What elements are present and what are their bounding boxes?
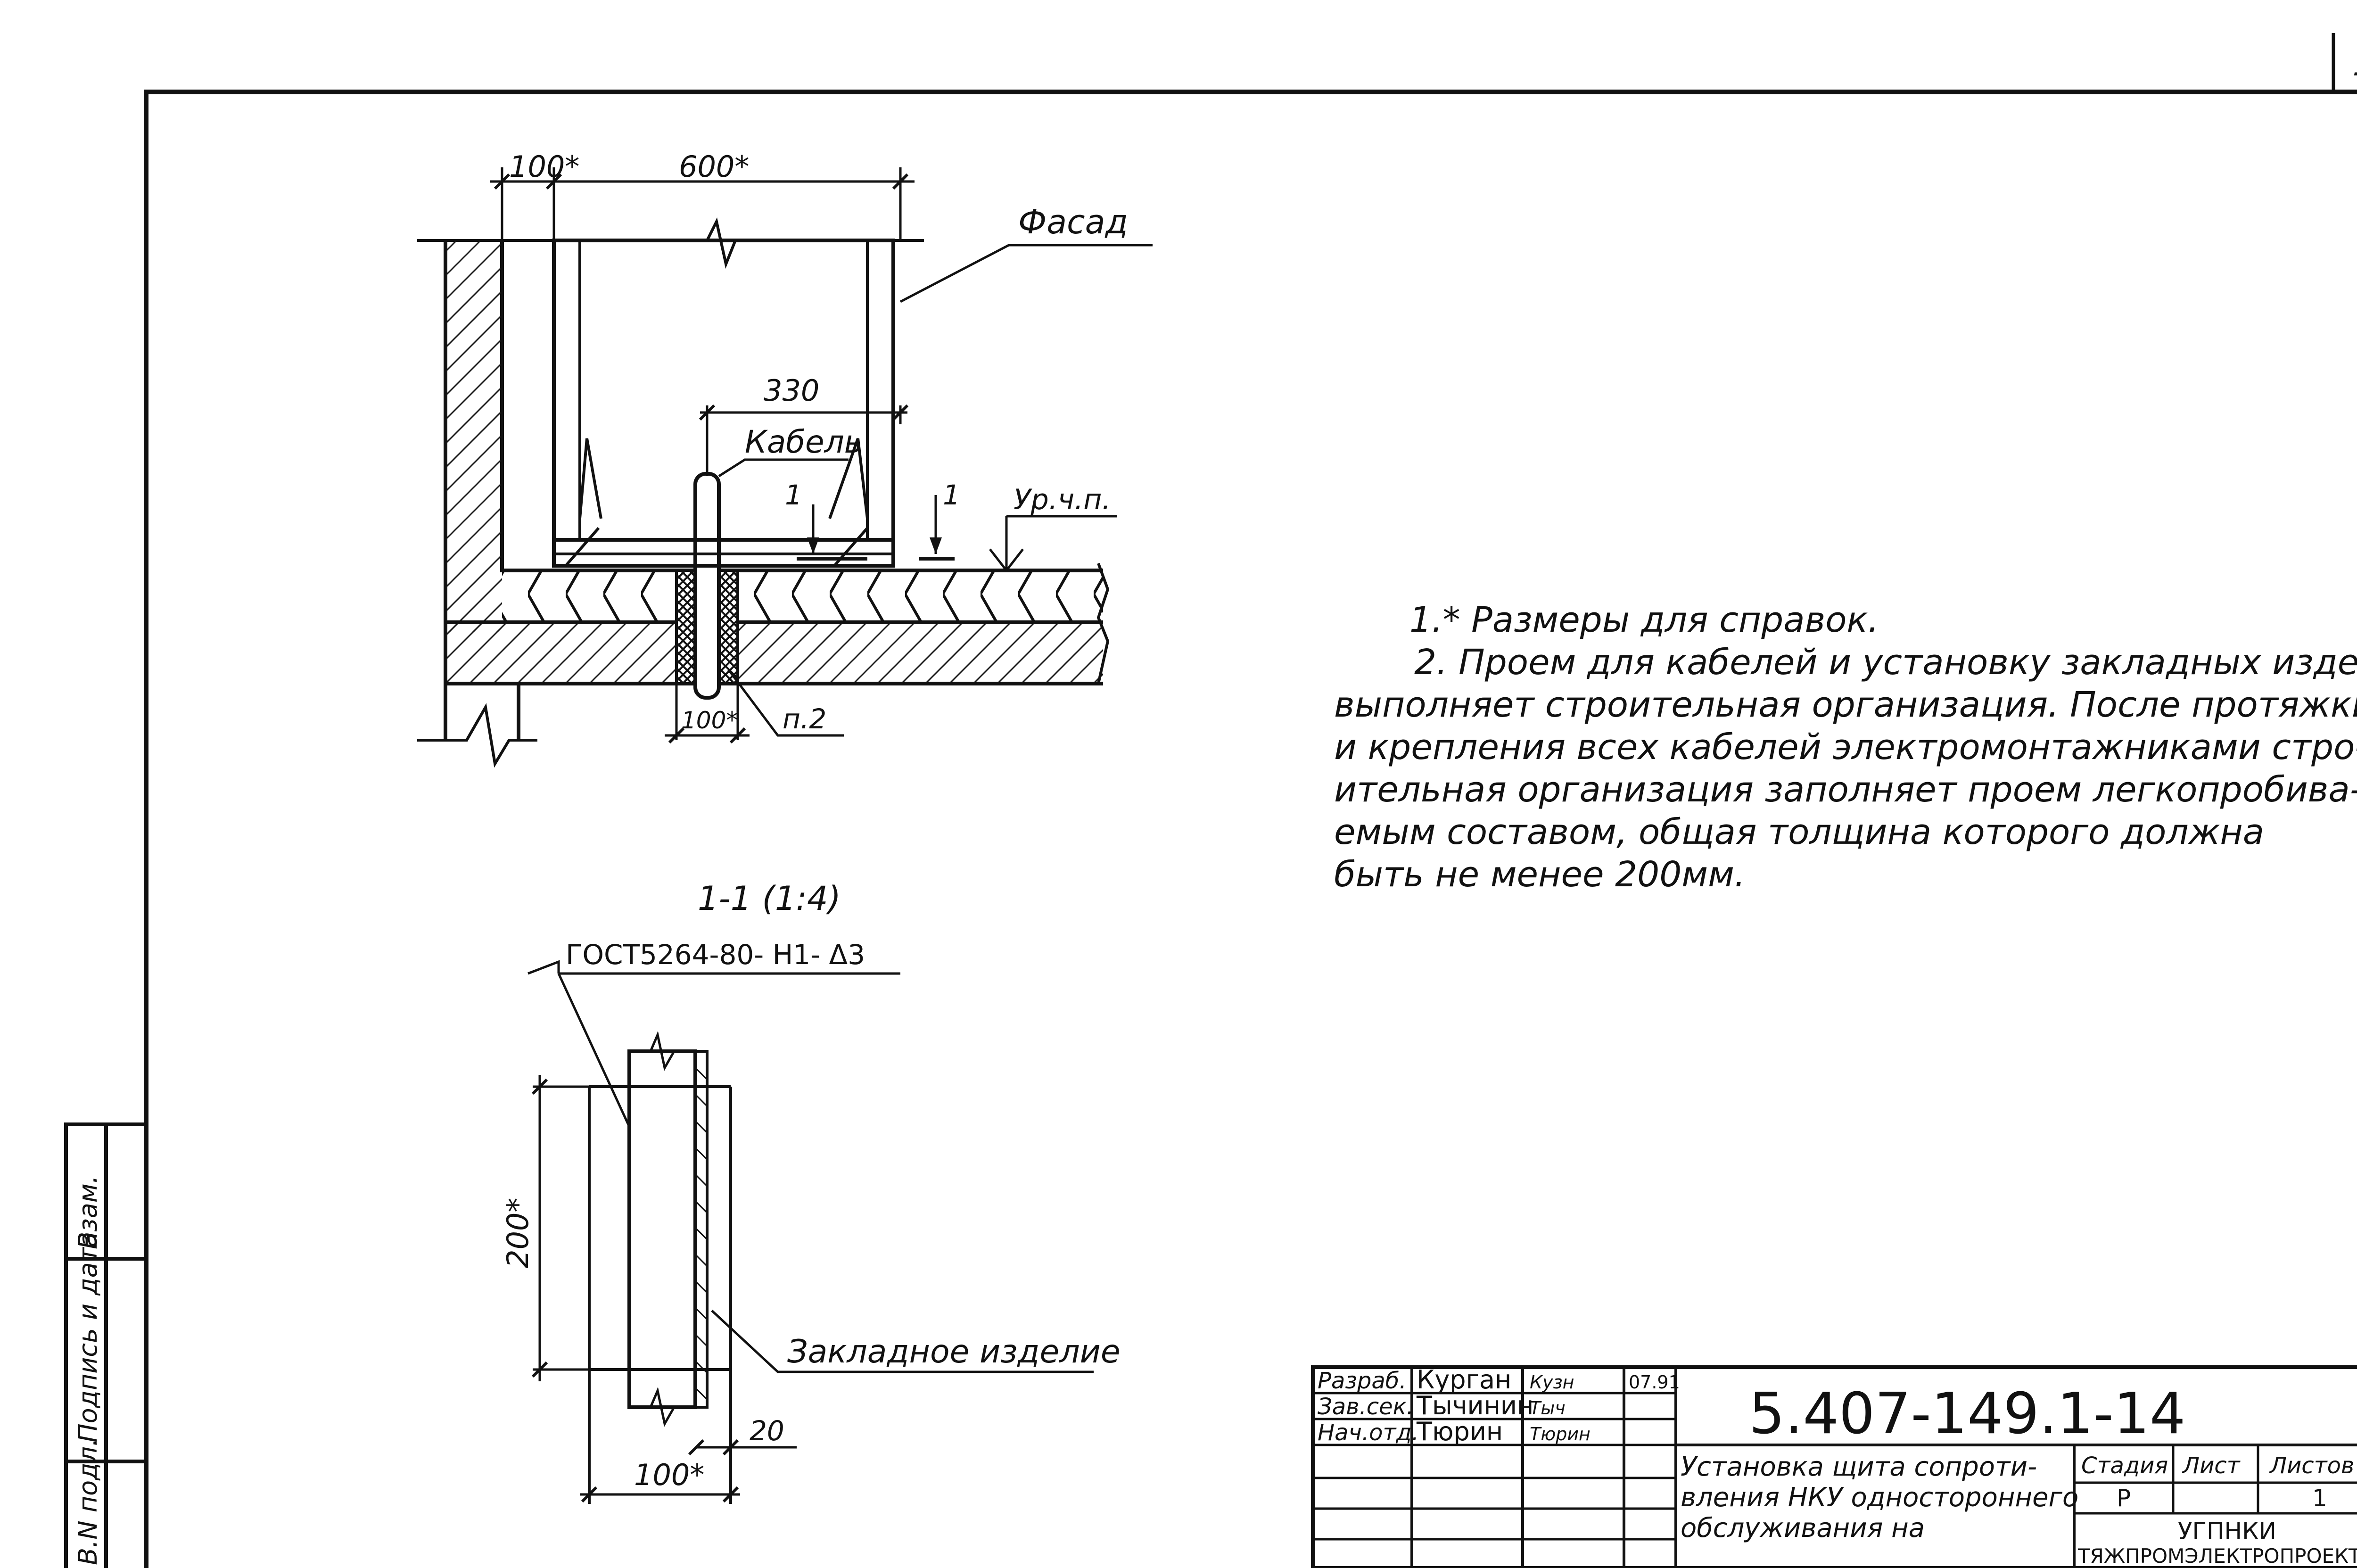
wall-hatch xyxy=(445,240,502,632)
tb-title-line-1: вления НКУ одностороннего xyxy=(1681,1482,2078,1513)
doc-number: 5.407-149.1-14 xyxy=(1749,1381,2185,1447)
tb-title-line-2: обслуживания на xyxy=(1681,1513,1925,1543)
label-facade: Фасад xyxy=(1018,203,1128,241)
note-line-3: и крепления всех кабелей электромонтажни… xyxy=(1334,727,2357,767)
tb-name-1: Тычинин xyxy=(1416,1391,1533,1420)
side-stamp: В.N подл. Подпись и дата Взам. xyxy=(64,1122,146,1568)
tb-name-2: Тюрин xyxy=(1416,1417,1503,1446)
dim-height: 200* xyxy=(501,1198,535,1268)
note-line-0: 1.* Размеры для справок. xyxy=(1409,600,1879,640)
tb-sign-1: Тыч xyxy=(1530,1398,1566,1419)
weld-symbol: ГОСТ5264-80- Н1- Δ3 xyxy=(566,939,865,971)
tb-role-2: Нач.отд. xyxy=(1318,1419,1419,1446)
cable-pipe xyxy=(693,472,721,700)
tb-sign-2: Тюрин xyxy=(1530,1424,1591,1444)
section-title: 1-1 (1:4) xyxy=(698,879,841,918)
plan-view: 100* 600* 330 100* Фасад Кабель п.2 1 1 xyxy=(417,149,1153,768)
side-stamp-signature-date: Подпись и дата xyxy=(73,1232,103,1443)
tb-stage-value: Р xyxy=(2117,1485,2131,1512)
dim-width-section: 100* xyxy=(634,1458,704,1492)
section-plate xyxy=(694,1050,709,1409)
label-floor-level: Ур.ч.п. xyxy=(1014,483,1111,516)
label-section-mark-b: 1 xyxy=(943,479,960,511)
tb-sheets-total: 1 xyxy=(2312,1485,2327,1512)
note-line-4: ительная организация заполняет проем лег… xyxy=(1334,769,2357,810)
cabinet-body xyxy=(552,239,895,568)
tb-date-0: 07.91 xyxy=(1629,1372,1680,1393)
tb-sign-0: Кузн xyxy=(1530,1372,1574,1393)
slab-screed xyxy=(502,570,1103,622)
label-embedded: Закладное изделие xyxy=(787,1333,1121,1370)
tb-name-0: Курган xyxy=(1417,1365,1511,1395)
note-line-2: выполняет строительная организация. Посл… xyxy=(1334,685,2357,725)
dim-width: 600* xyxy=(679,149,749,184)
section-wall xyxy=(627,1049,697,1409)
page-number: 17 xyxy=(2352,42,2357,84)
label-item-ref: п.2 xyxy=(783,703,826,735)
note-line-1: 2. Проем для кабелей и установку закладн… xyxy=(1414,642,2357,683)
tb-org-line-1: ТЯЖПРОМЭЛЕКТРОПРОЕКТ xyxy=(2077,1544,2357,1568)
note-line-6: быть не менее 200мм. xyxy=(1334,854,1745,895)
dim-opening: 330 xyxy=(764,373,819,408)
section-view: 1-1 (1:4) ГОСТ5264-80- Н1- Δ3 200* 100* … xyxy=(501,879,1121,1504)
dim-hole: 100* xyxy=(681,707,738,734)
side-stamp-swap-inv: Взам. xyxy=(73,1175,103,1249)
tb-title-line-0: Установка щита сопроти- xyxy=(1681,1452,2037,1482)
title-block: 5.407-149.1-14 Разраб. Курган Кузн 07.91… xyxy=(1311,1365,2357,1568)
label-section-mark-a: 1 xyxy=(785,479,802,511)
dim-gap: 20 xyxy=(750,1415,784,1447)
slab-concrete xyxy=(445,622,1103,684)
notes: 1.* Размеры для справок. 2. Проем для ка… xyxy=(1334,600,2357,895)
tb-header-sheets: Листов xyxy=(2269,1452,2354,1479)
tb-role-1: Зав.сек. xyxy=(1318,1394,1414,1420)
sheet-frame: 17 xyxy=(144,33,2357,1568)
label-cable: Кабель xyxy=(745,424,863,460)
tb-role-0: Разраб. xyxy=(1318,1368,1407,1394)
tb-header-sheet: Лист xyxy=(2182,1452,2241,1479)
note-line-5: емым составом, общая толщина которого до… xyxy=(1334,812,2264,852)
dim-left-width: 100* xyxy=(509,149,579,184)
side-stamp-inv-no: В.N подл. xyxy=(73,1438,103,1565)
tb-header-stage: Стадия xyxy=(2081,1452,2168,1479)
tb-org-line-0: УГПНКИ xyxy=(2178,1518,2276,1545)
